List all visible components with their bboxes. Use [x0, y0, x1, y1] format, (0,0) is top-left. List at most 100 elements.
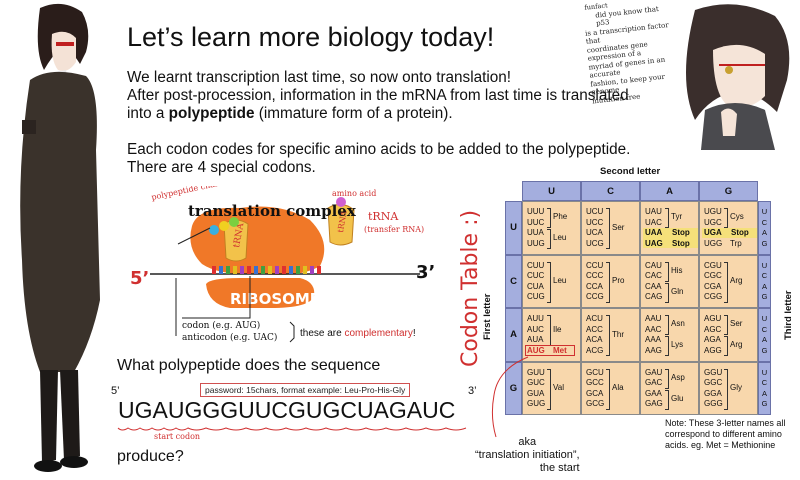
intro-line-4: Each codon codes for specific amino acid…	[127, 141, 631, 158]
codon: ACG	[586, 345, 604, 355]
start-codon-label: start codon	[154, 432, 201, 441]
codon-bracket	[606, 208, 610, 249]
amino-acid-label: Arg	[730, 276, 743, 286]
codon: CCC	[586, 271, 604, 280]
codon-bracket	[665, 336, 669, 356]
codon: UGU	[704, 207, 722, 216]
codon-bracket	[665, 208, 669, 228]
mrna-bases	[212, 266, 321, 274]
codon: UCG	[586, 238, 604, 248]
codon-bracket	[547, 261, 551, 303]
third-letter: U	[761, 367, 768, 377]
amino-acid-label: Val	[553, 383, 564, 393]
codon: CAG	[645, 292, 663, 301]
codon: AUA	[527, 335, 544, 344]
codon: GCC	[586, 378, 604, 387]
polypeptide-arrow	[177, 227, 211, 245]
codon-bracket	[547, 208, 551, 228]
codon: CAU	[645, 260, 662, 270]
trna-incoming-label: tRNA	[336, 210, 349, 233]
met-highlight-box	[525, 344, 575, 356]
codon: CCA	[586, 281, 603, 291]
row-header: G	[505, 361, 522, 415]
codon: UAC	[645, 217, 662, 227]
intro-line-3-post: (immature form of a protein).	[254, 105, 453, 122]
aka-note: aka “translation initiation”, the start	[475, 436, 580, 475]
codon: UGG	[704, 238, 723, 248]
third-letter: C	[761, 378, 768, 387]
amino-acid-label: amino acid	[332, 189, 376, 198]
codon-bracket	[665, 389, 669, 410]
trna-note: (transfer RNA)	[364, 225, 424, 234]
codon: UUU	[527, 207, 545, 216]
codon: GCA	[586, 388, 604, 398]
codon: CUA	[527, 281, 544, 291]
ribosome-label: RIBOSOME	[230, 290, 320, 308]
complementary-note: these are complementary!	[300, 328, 416, 339]
amino-acid-label: Lys	[671, 340, 684, 350]
row-header: A	[505, 308, 522, 362]
intro-line-2: After post-procession, information in th…	[127, 87, 629, 104]
stop-highlight	[643, 238, 698, 248]
amino-acid-label: His	[671, 265, 683, 275]
amino-acid-label: Ser	[730, 319, 743, 329]
third-letter-label: Third letter	[783, 290, 794, 340]
codon: AAU	[645, 314, 662, 323]
intro-line-5: There are 4 special codons.	[127, 159, 316, 176]
codon: AUC	[527, 324, 544, 334]
codon-line: codon (e.g. AUG)	[182, 320, 260, 331]
codon: GUC	[527, 378, 545, 387]
codon: CUU	[527, 260, 545, 270]
codon: GGU	[704, 367, 723, 377]
third-letter: G	[761, 345, 768, 355]
codon: GGG	[704, 399, 723, 408]
codon: GUU	[527, 367, 545, 377]
polypeptide-term: polypeptide	[168, 105, 255, 122]
codon: UCA	[586, 228, 603, 237]
amino-acid-label: Ile	[553, 324, 562, 334]
character-illustration-left	[20, 3, 101, 472]
amino-acid-label: Trp	[730, 238, 742, 248]
third-letter: U	[761, 260, 768, 270]
codon: UUC	[527, 217, 545, 227]
ribosome-small-subunit	[206, 278, 315, 308]
codon-bracket	[724, 261, 728, 303]
codon-bracket	[724, 368, 728, 410]
codon: UAU	[645, 207, 662, 216]
amino-acid-label: Gln	[671, 286, 684, 296]
codon: AGC	[704, 324, 722, 334]
amino-acid-label: Thr	[612, 329, 624, 339]
codon: AAC	[645, 324, 662, 334]
codon-bracket	[665, 282, 669, 303]
amino-acid-label: Arg	[730, 340, 743, 350]
column-header: A	[640, 181, 699, 201]
codon-table-title: Codon Table :)	[458, 209, 483, 367]
amino-acid-label: Phe	[553, 212, 568, 222]
codon: CAC	[645, 271, 662, 280]
intro-line-3: into a polypeptide (immature form of a p…	[127, 105, 453, 123]
third-letter: A	[761, 335, 767, 344]
question-produce: produce?	[117, 448, 184, 465]
codon: CGU	[704, 260, 722, 270]
row-header: U	[505, 201, 522, 255]
amino-acid-label: Glu	[671, 393, 684, 403]
codon-bracket	[547, 368, 551, 410]
stop-highlight	[643, 227, 698, 238]
amino-acid-label: Leu	[553, 276, 567, 286]
codon: UCU	[586, 207, 604, 216]
sequence-five-prime: 5’	[111, 385, 120, 397]
codon: ACU	[586, 314, 603, 323]
codon: CUG	[527, 292, 545, 301]
third-letter: A	[761, 281, 767, 291]
translation-diagram: RIBOSOME tRNA tRNA translation complex p…	[130, 186, 435, 343]
aka-line-3: the start	[539, 462, 580, 474]
sequence-underline	[117, 427, 467, 431]
aka-line-1: aka	[518, 436, 537, 448]
